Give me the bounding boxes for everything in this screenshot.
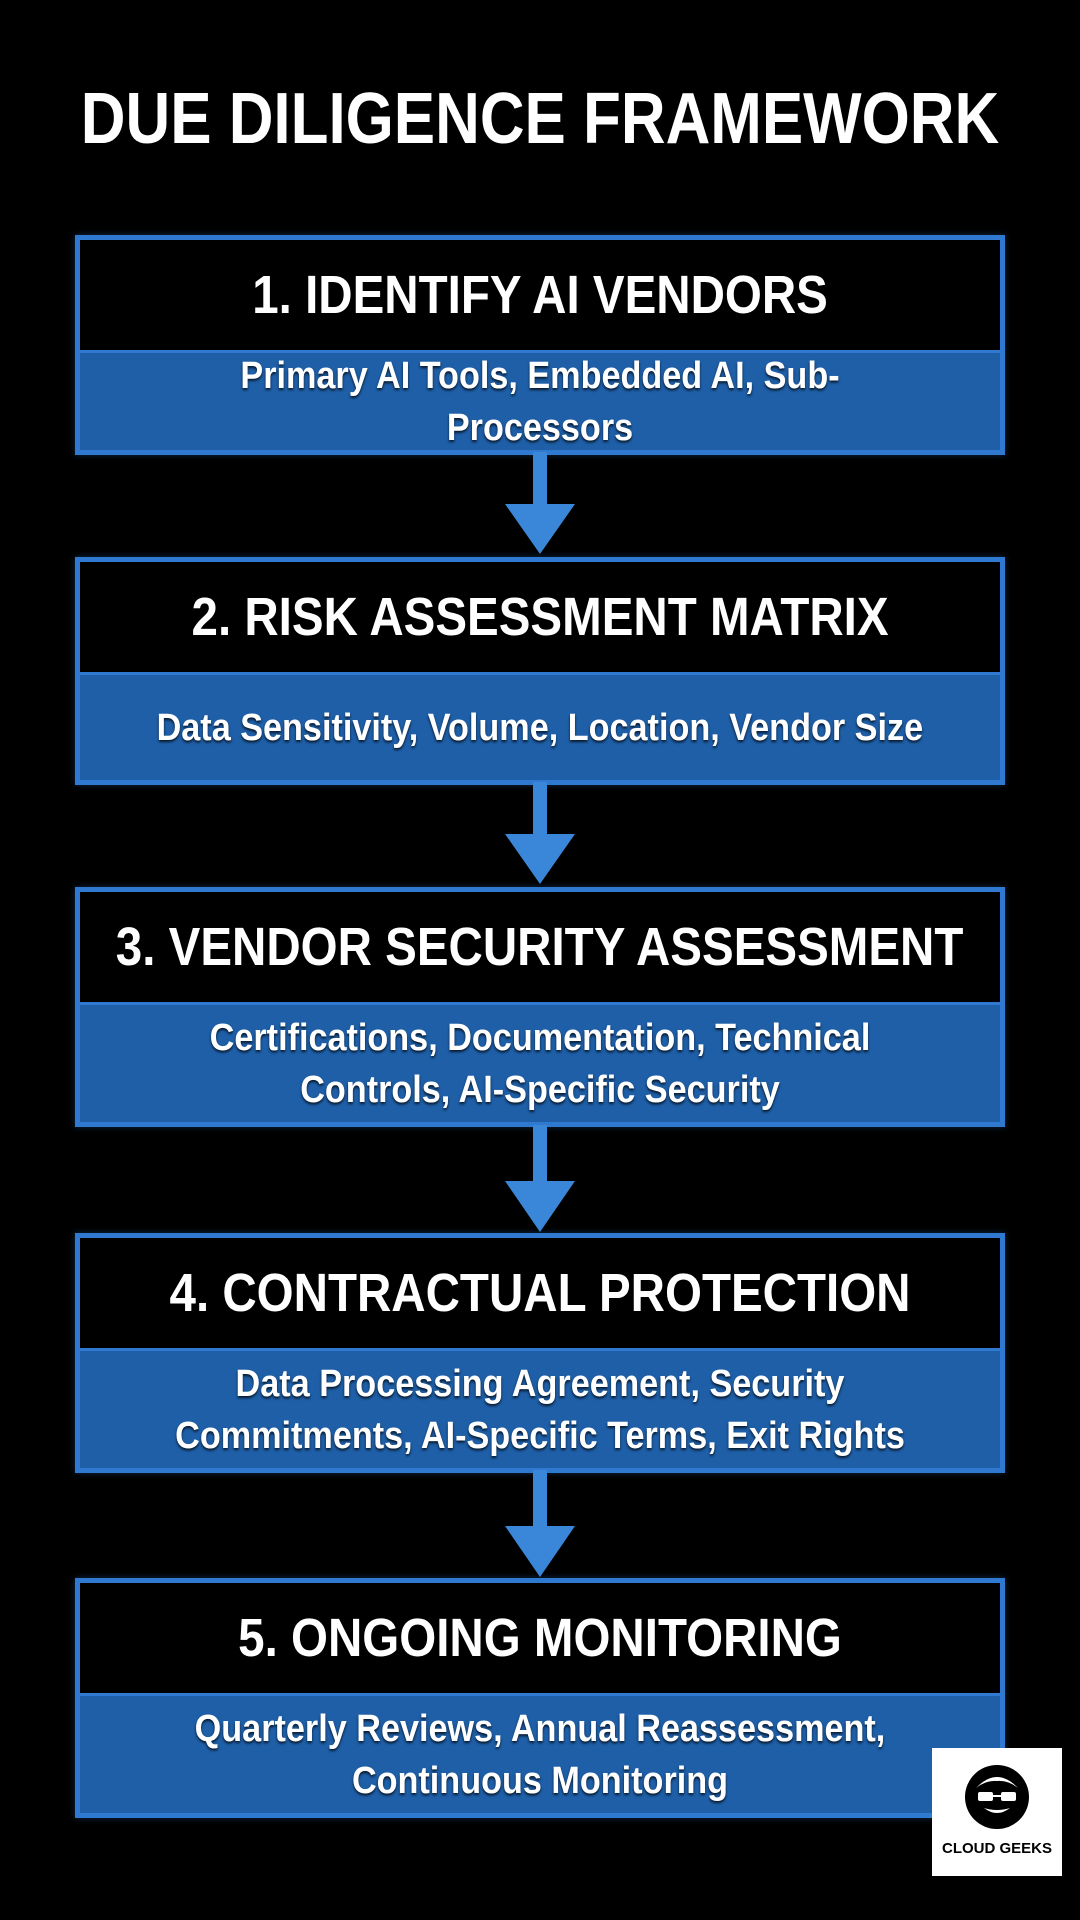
- step-3-box: 3. VENDOR SECURITY ASSESSMENT Certificat…: [75, 887, 1005, 1127]
- arrow-down-icon: [505, 782, 575, 884]
- step-1-box: 1. IDENTIFY AI VENDORS Primary AI Tools,…: [75, 235, 1005, 455]
- arrow-down-icon: [505, 1470, 575, 1577]
- step-5-heading: 5. ONGOING MONITORING: [238, 1608, 842, 1668]
- step-5-detail: Quarterly Reviews, Annual Reassessment, …: [80, 1693, 1000, 1813]
- step-3-heading: 3. VENDOR SECURITY ASSESSMENT: [116, 917, 964, 977]
- cloud-geeks-logo: CLOUD GEEKS: [932, 1748, 1062, 1876]
- step-1-detail: Primary AI Tools, Embedded AI, Sub-Proce…: [80, 350, 1000, 450]
- step-2-heading: 2. RISK ASSESSMENT MATRIX: [191, 587, 889, 647]
- step-2-detail: Data Sensitivity, Volume, Location, Vend…: [80, 672, 1000, 780]
- logo-text: CLOUD GEEKS: [941, 1840, 1052, 1857]
- step-2-box: 2. RISK ASSESSMENT MATRIX Data Sensitivi…: [75, 557, 1005, 785]
- arrow-down-icon: [505, 1125, 575, 1232]
- step-5-box: 5. ONGOING MONITORING Quarterly Reviews,…: [75, 1578, 1005, 1818]
- step-4-heading: 4. CONTRACTUAL PROTECTION: [169, 1263, 911, 1323]
- geek-avatar-icon: [965, 1765, 1029, 1829]
- step-1-heading: 1. IDENTIFY AI VENDORS: [252, 265, 828, 325]
- arrow-down-icon: [505, 452, 575, 554]
- page-title: DUE DILIGENCE FRAMEWORK: [80, 79, 1000, 159]
- step-4-box: 4. CONTRACTUAL PROTECTION Data Processin…: [75, 1233, 1005, 1473]
- step-4-detail: Data Processing Agreement, Security Comm…: [80, 1348, 1000, 1468]
- step-3-detail: Certifications, Documentation, Technical…: [80, 1002, 1000, 1122]
